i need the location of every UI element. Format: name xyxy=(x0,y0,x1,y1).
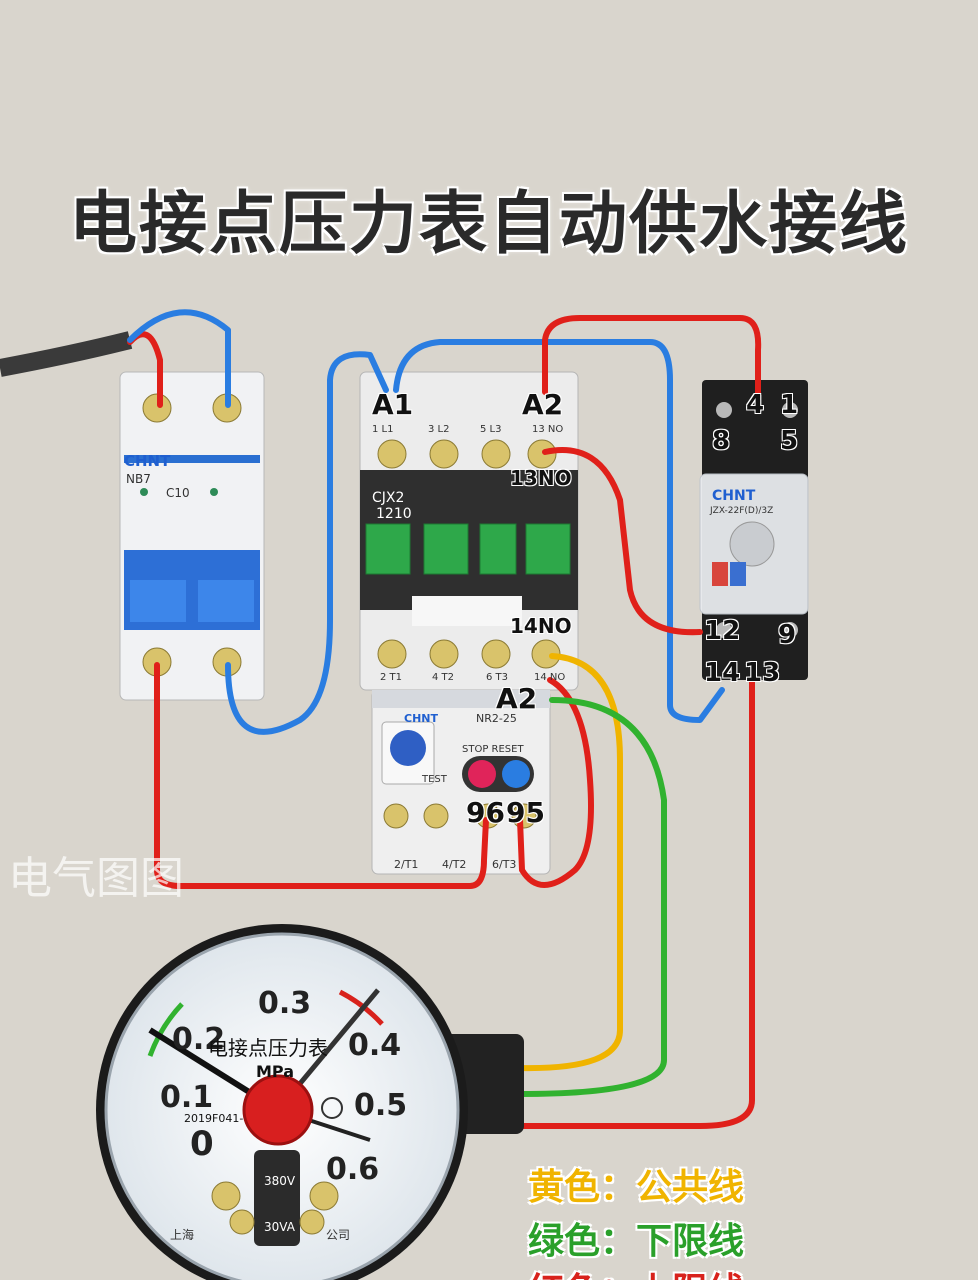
overload-test: TEST xyxy=(422,774,447,785)
wire-blue-a1-to-14 xyxy=(393,339,725,723)
gauge-scale-0-6: 0.6 xyxy=(326,1152,380,1187)
legend-yellow: 黄色：公共线 xyxy=(528,1167,745,1208)
wires xyxy=(127,309,762,1129)
overload-out-1: 2/T1 xyxy=(394,858,419,871)
circuit-breaker xyxy=(119,371,265,701)
gauge-scale-0-4: 0.4 xyxy=(348,1028,402,1063)
contactor-model-number: 1210 xyxy=(376,506,412,522)
gauge-maker-suffix: 公司 xyxy=(326,1228,351,1242)
overload-relay xyxy=(371,689,551,875)
relay-terminal-13: 13 xyxy=(744,658,781,688)
gauge-scale-0-1: 0.1 xyxy=(160,1080,214,1115)
contactor-model: CJX2 xyxy=(372,490,405,506)
wire-yellow-common xyxy=(517,653,623,1072)
wire-red-a2-to-4 xyxy=(542,315,762,407)
relay-terminal-14: 14 xyxy=(704,658,741,688)
wire-red-13-to-12 xyxy=(542,447,703,636)
contactor-top-t3: 5 L3 xyxy=(480,424,502,435)
gauge-scale-0-3: 0.3 xyxy=(258,986,312,1021)
relay-terminal-5: 5 xyxy=(780,426,799,456)
contactor-top-t1: 1 L1 xyxy=(372,424,394,435)
contactor xyxy=(359,371,579,691)
wire-green-low-limit xyxy=(517,697,667,1097)
overload-terminal-a2: A2 xyxy=(496,682,538,715)
gauge-power: 30VA xyxy=(264,1220,295,1234)
overload-stop-reset: STOP RESET xyxy=(462,744,524,755)
contactor-bottom-t1: 2 T1 xyxy=(380,672,403,683)
gauge-serial: 2019F041- xyxy=(184,1112,244,1125)
gauge-voltage: 380V xyxy=(264,1174,296,1188)
reset-button[interactable] xyxy=(502,760,530,788)
breaker-brand: CHNT xyxy=(124,452,171,470)
wire-red-high-limit xyxy=(517,677,755,1129)
gauge-maker-fragment: 上海 xyxy=(170,1228,195,1242)
wire-blue-n-to-a1 xyxy=(225,351,389,735)
contactor-terminal-a1: A1 xyxy=(372,388,414,421)
overload-model: NR2-25 xyxy=(476,712,517,725)
gauge-scale-0: 0 xyxy=(190,1124,214,1164)
wire-red-95-to-14no xyxy=(517,677,594,888)
wire-red-l-to-96 xyxy=(154,662,489,889)
breaker-model: NB7 xyxy=(126,472,151,486)
relay-model: JZX-22F(D)/3Z xyxy=(710,506,774,516)
power-cable xyxy=(0,331,133,377)
gauge-scale-0-2: 0.2 xyxy=(172,1022,226,1057)
legend-green: 绿色：下限线 xyxy=(528,1221,745,1262)
overload-terminal-95: 95 xyxy=(506,796,545,829)
contactor-aux-14no: 14NO xyxy=(510,614,572,638)
gauge-scale-0-5: 0.5 xyxy=(354,1088,408,1123)
watermark: 电气图图 xyxy=(8,853,184,904)
overload-out-3: 6/T3 xyxy=(492,858,517,871)
overload-out-2: 4/T2 xyxy=(442,858,467,871)
contactor-bottom-t3: 6 T3 xyxy=(486,672,509,683)
contactor-top-t2: 3 L2 xyxy=(428,424,450,435)
relay-terminal-1: 1 xyxy=(780,390,799,420)
pressure-gauge xyxy=(96,924,524,1280)
relay-terminal-12: 12 xyxy=(704,616,741,646)
gauge-name: 电接点压力表 xyxy=(208,1036,328,1060)
intermediate-relay xyxy=(699,380,809,680)
contactor-terminal-a2: A2 xyxy=(522,388,564,421)
overload-terminal-96: 96 xyxy=(466,796,505,829)
stop-button[interactable] xyxy=(468,760,496,788)
contactor-bottom-t2: 4 T2 xyxy=(432,672,455,683)
gauge-set-knob[interactable] xyxy=(242,1074,314,1146)
overload-brand: CHNT xyxy=(404,712,438,725)
relay-terminal-9: 9 xyxy=(778,620,797,650)
relay-brand: CHNT xyxy=(712,488,756,504)
contactor-bottom-t4: 14 NO xyxy=(534,672,566,683)
relay-terminal-8: 8 xyxy=(712,426,731,456)
legend-red: 红色：上限线 xyxy=(528,1262,744,1280)
breaker-rating: C10 xyxy=(166,486,190,500)
relay-terminal-4: 4 xyxy=(746,390,765,420)
contactor-aux-13no: 13NO xyxy=(510,466,572,490)
gauge-unit: MPa xyxy=(256,1062,295,1081)
page-title: 电接点压力表自动供水接线 xyxy=(68,185,909,264)
wire-blue-n-in xyxy=(127,309,231,408)
contactor-top-t4: 13 NO xyxy=(532,424,564,435)
